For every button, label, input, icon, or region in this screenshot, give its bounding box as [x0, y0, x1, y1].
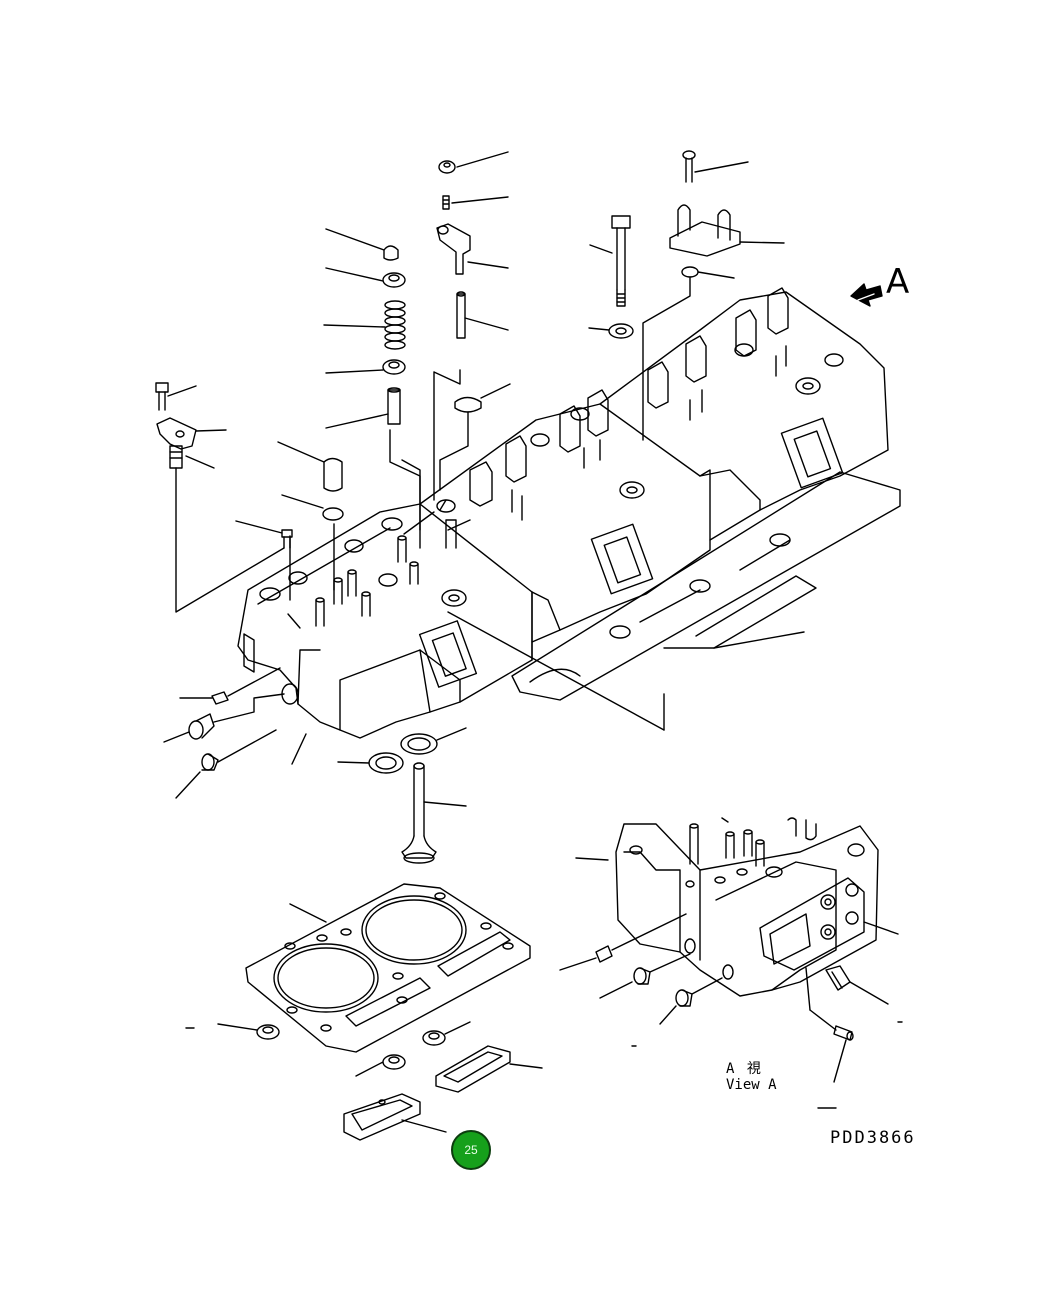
bolt-washer — [589, 324, 633, 338]
gasket-small-parts — [186, 1022, 542, 1140]
plug-screw — [180, 668, 280, 704]
spring-seat — [326, 360, 405, 374]
valve-and-seals — [338, 728, 466, 863]
view-a-caption-en: View A — [726, 1077, 777, 1093]
view-a-arrow-icon — [851, 284, 882, 306]
washer-a — [186, 1024, 279, 1039]
plug — [164, 694, 284, 742]
left-side-parts — [164, 521, 292, 798]
bracket-bolt — [683, 151, 748, 182]
small-screw — [236, 521, 292, 548]
injector-bolt — [156, 383, 196, 410]
fuel-injector — [157, 418, 284, 612]
view-a-screw — [560, 914, 686, 970]
bracket-dowel — [643, 267, 734, 440]
view-a-detail — [560, 818, 902, 1108]
valve-seat-ring-1 — [401, 728, 466, 754]
gasket-plate-a — [436, 1046, 542, 1092]
view-a-plug-1 — [600, 954, 690, 998]
valve-train-parts — [156, 151, 882, 612]
o-ring — [282, 495, 343, 520]
push-rod — [457, 292, 508, 338]
cylinder-head-assembly — [238, 288, 900, 764]
spring-retainer — [326, 268, 405, 287]
valve-spring — [324, 301, 405, 349]
washer-c — [356, 1055, 405, 1076]
sealing-ring — [176, 730, 276, 798]
crosshead — [278, 442, 342, 491]
valve-guide — [326, 388, 400, 428]
page-number-badge[interactable]: 25 — [451, 1130, 491, 1170]
washer-b — [423, 1022, 470, 1045]
gasket-plate-b — [344, 1094, 446, 1140]
view-a-caption-jp: A 視 — [726, 1061, 763, 1077]
view-a-plug-2 — [660, 978, 722, 1024]
adjusting-screw — [443, 196, 508, 209]
valve-seat-ring-2 — [338, 753, 403, 773]
view-a-pin — [806, 968, 853, 1082]
expansion-plug — [455, 384, 510, 412]
cylinder-head-gasket — [246, 884, 530, 1052]
view-a-label: A — [886, 262, 910, 302]
adjusting-nut — [439, 152, 508, 173]
valve-cotter — [326, 229, 398, 260]
drawing-code: PDD3866 — [830, 1128, 916, 1148]
head-top-details — [244, 288, 843, 704]
engine-valve — [402, 763, 466, 863]
rocker-arm — [437, 224, 508, 274]
view-a-plug-3 — [826, 966, 888, 1004]
rocker-bracket — [670, 205, 784, 256]
head-bolt — [590, 216, 630, 306]
